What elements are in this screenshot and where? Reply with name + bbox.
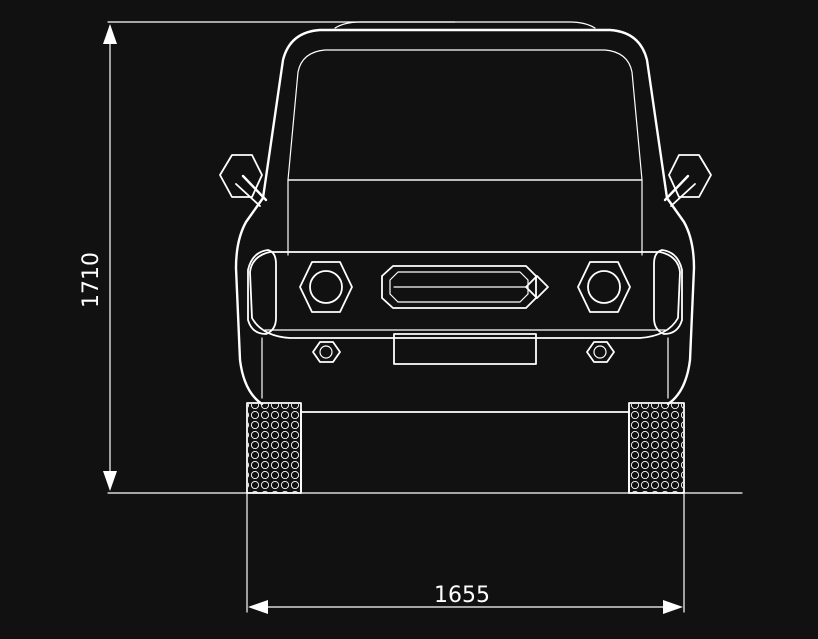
right-side-mirror (663, 154, 712, 207)
left-fender-flare (247, 249, 277, 335)
hood-line (287, 179, 643, 256)
height-arrow-top (103, 24, 117, 44)
left-side-mirror (219, 154, 268, 207)
right-fender-flare (653, 249, 683, 335)
left-headlight (299, 261, 353, 313)
grille-emblem (525, 275, 549, 299)
right-tire (628, 402, 685, 494)
height-arrow-bottom (103, 471, 117, 491)
width-dimension: 1655 (246, 492, 685, 614)
roof-top-edge (334, 21, 596, 29)
body-left-side (234, 196, 265, 406)
front-fascia (249, 251, 681, 339)
width-arrow-right (663, 600, 683, 614)
left-fog-light (312, 341, 341, 363)
lower-valance (261, 337, 669, 399)
left-tire (246, 402, 302, 494)
width-arrow-left (248, 600, 268, 614)
right-headlight (577, 261, 631, 313)
height-dimension-label: 1710 (79, 252, 104, 308)
license-plate (393, 333, 537, 365)
underbody (300, 409, 630, 494)
body-right-side (665, 196, 696, 406)
right-fog-light (586, 341, 615, 363)
height-dimension: 1710 (79, 21, 456, 494)
cabin-outline (261, 28, 669, 200)
width-dimension-label: 1655 (434, 583, 490, 608)
front-grille (381, 265, 537, 309)
windshield (287, 49, 643, 181)
